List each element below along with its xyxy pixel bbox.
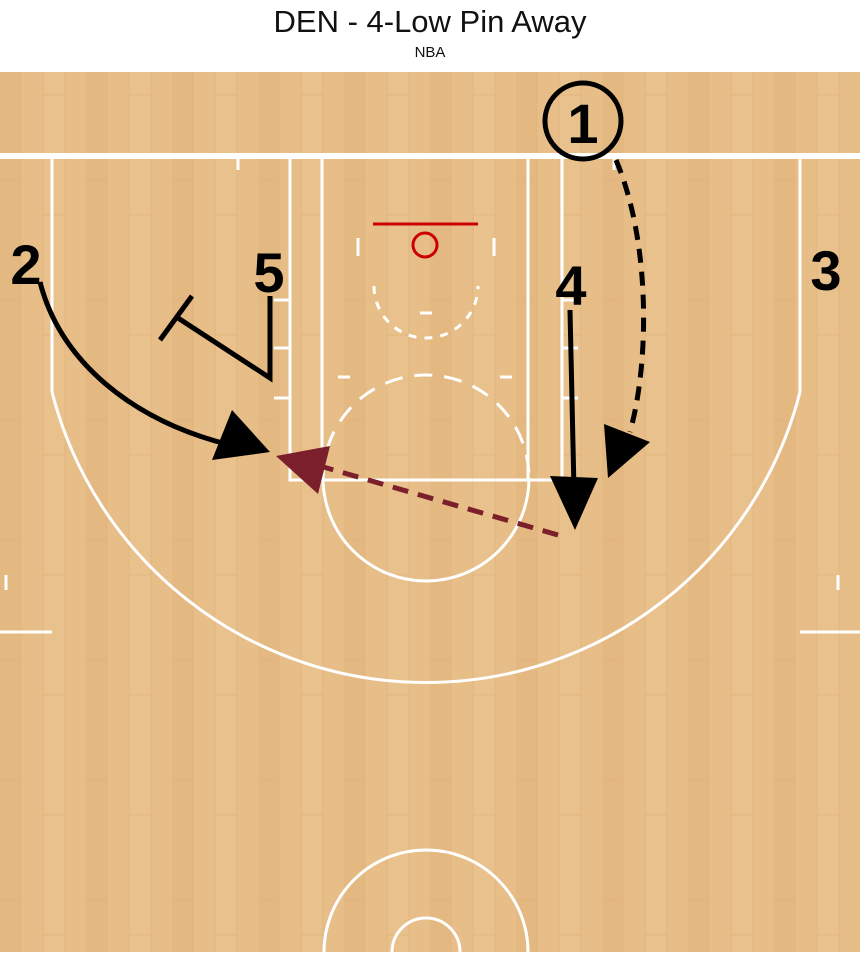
pass-arrow <box>276 446 330 494</box>
player-2-label: 2 <box>10 233 41 296</box>
cut-arrow-2 <box>212 410 270 460</box>
pass-path <box>319 463 559 538</box>
court-floor <box>0 72 860 952</box>
cut-arrow-4 <box>550 476 598 530</box>
move-path-1 <box>613 159 647 433</box>
play-title: DEN - 4-Low Pin Away <box>273 4 587 39</box>
player-5-label: 5 <box>253 241 284 304</box>
player-4-label: 4 <box>555 254 586 317</box>
screen-path-5 <box>176 296 273 383</box>
cut-path-4 <box>567 309 577 491</box>
rim <box>411 231 439 259</box>
ball-handler-circle <box>542 80 624 162</box>
player-1-label: 1 <box>567 92 598 155</box>
league-subtitle: NBA <box>414 44 446 61</box>
player-3-label: 3 <box>810 239 841 302</box>
move-arrow-1 <box>604 424 650 478</box>
cut-path-2 <box>37 281 231 448</box>
screen-bar-5 <box>157 294 195 342</box>
